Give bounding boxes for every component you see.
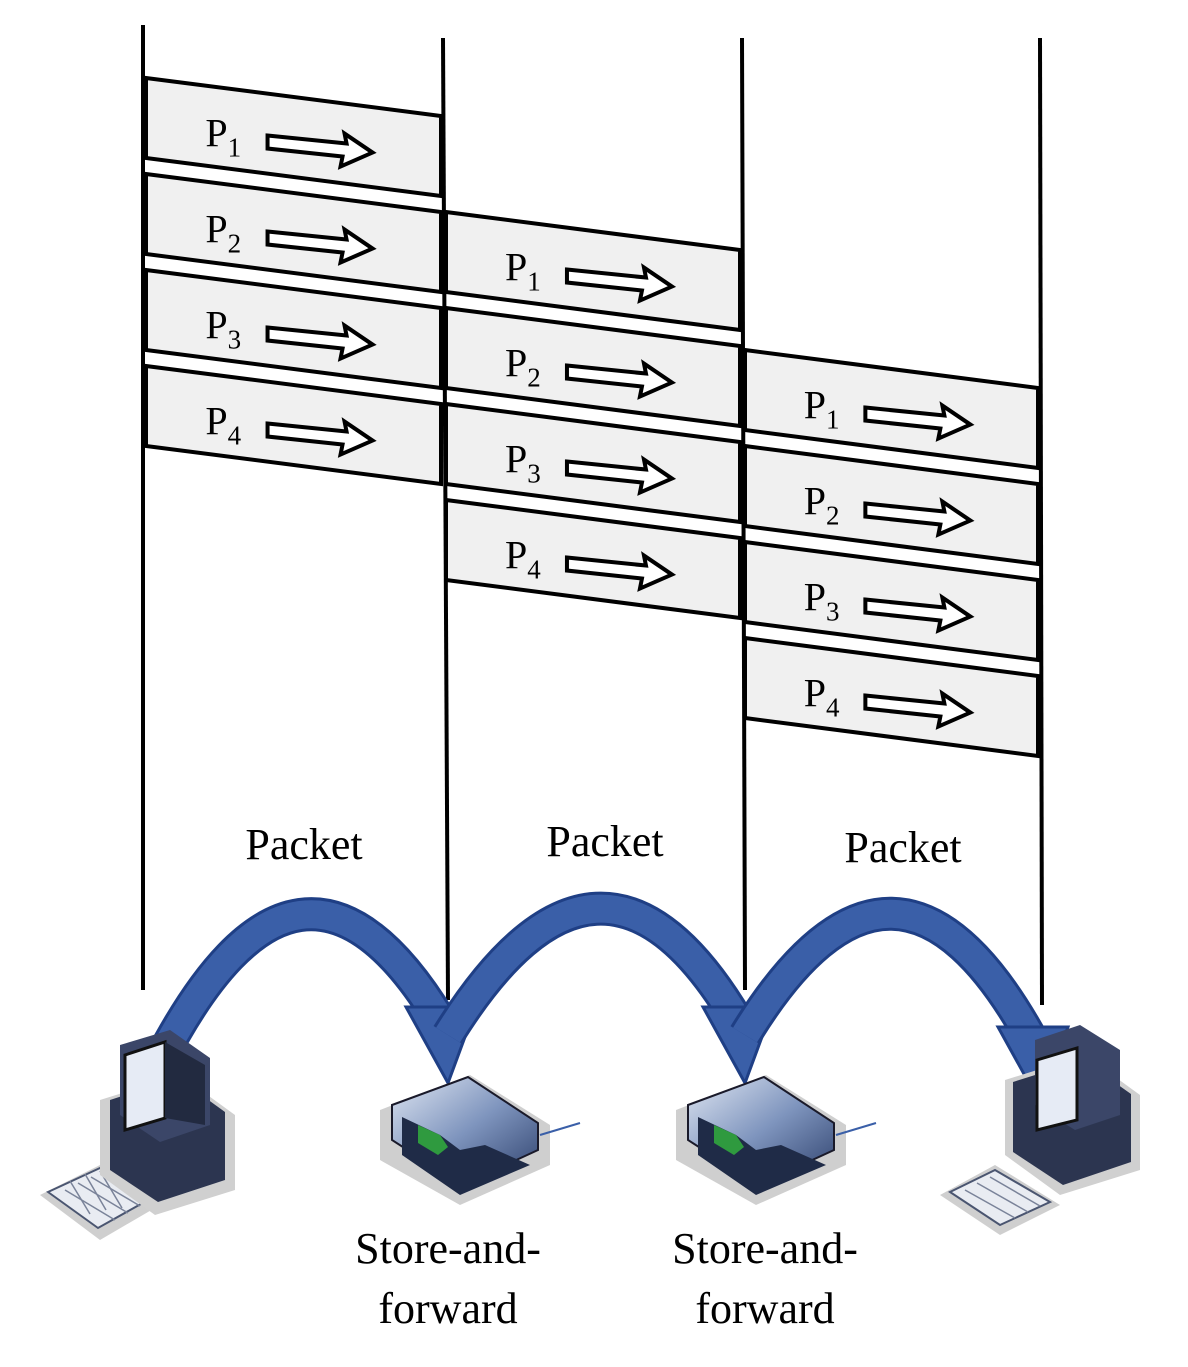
packet-label-prefix: P <box>804 383 826 428</box>
hop-label-1: Packet <box>245 820 362 869</box>
packet-band: P2 <box>144 171 443 295</box>
router-2-label-line-2: forward <box>695 1284 834 1333</box>
router-icon <box>380 1075 581 1205</box>
packet-label-prefix: P <box>505 341 527 386</box>
hop-label-3: Packet <box>844 823 961 872</box>
packet-label-sub: 1 <box>527 267 541 297</box>
packet-label: P3 <box>205 303 241 355</box>
packet-band: P3 <box>743 539 1040 663</box>
packet-label: P3 <box>505 437 541 489</box>
packet-direction-arrow <box>564 359 677 400</box>
packet-label: P4 <box>505 533 541 585</box>
packet-label: P1 <box>205 111 241 163</box>
packet-label: P3 <box>804 575 840 627</box>
hop-arrow-shaft <box>436 894 750 1043</box>
packet-label-sub: 3 <box>527 459 541 489</box>
packet-label-prefix: P <box>205 111 227 156</box>
packet-band: P2 <box>743 443 1040 567</box>
packet-label: P2 <box>505 341 541 393</box>
packet-label-sub: 1 <box>228 133 242 163</box>
packet-label-prefix: P <box>505 437 527 482</box>
timeline-4 <box>1038 37 1044 1006</box>
packet-label-sub: 2 <box>826 501 840 531</box>
packet-label-sub: 1 <box>826 405 840 435</box>
packet-label-prefix: P <box>505 245 527 290</box>
packet-band: P4 <box>144 363 443 487</box>
packet-label-sub: 4 <box>826 693 840 723</box>
packet-label-prefix: P <box>205 303 227 348</box>
packet-label-prefix: P <box>804 479 826 524</box>
router-icon <box>676 1075 877 1205</box>
packet-band: P1 <box>444 209 742 333</box>
packet-label-sub: 4 <box>228 421 242 451</box>
router-2-label-line-1: Store-and- <box>672 1224 858 1273</box>
packet-direction-arrow <box>564 551 677 592</box>
hop-arrow-shaft <box>733 899 1045 1047</box>
packet-direction-arrow <box>863 497 975 538</box>
packet-label-prefix: P <box>804 575 826 620</box>
packet-label-sub: 3 <box>826 597 840 627</box>
packet-label-sub: 2 <box>527 363 541 393</box>
packet-direction-arrow <box>265 321 377 362</box>
packet-direction-arrow <box>265 225 377 266</box>
packet-band: P3 <box>144 267 443 391</box>
packet-band: P1 <box>743 347 1040 471</box>
packet-direction-arrow <box>564 455 677 496</box>
packet-label-sub: 4 <box>527 555 541 585</box>
hop-arrow-3 <box>730 896 1071 1107</box>
packet-direction-arrow <box>863 689 975 730</box>
packet-direction-arrow <box>265 129 377 170</box>
packet-label-prefix: P <box>505 533 527 578</box>
packet-direction-arrow <box>863 593 975 634</box>
router-1-label-line-1: Store-and- <box>355 1224 541 1273</box>
source-computer-icon <box>40 1030 235 1240</box>
packet-label-sub: 2 <box>228 229 242 259</box>
packet-label-sub: 3 <box>228 325 242 355</box>
packet-label-prefix: P <box>205 399 227 444</box>
packet-label: P2 <box>205 207 241 259</box>
packet-label-prefix: P <box>804 671 826 716</box>
destination-computer-icon <box>940 1025 1140 1235</box>
hop-arrow-2 <box>433 891 776 1087</box>
hop-arrow-shaft <box>147 900 452 1067</box>
packet-label: P2 <box>804 479 840 531</box>
packet-band: P4 <box>444 497 742 621</box>
packet-band: P2 <box>444 305 742 429</box>
packet-label: P4 <box>205 399 241 451</box>
packet-direction-arrow <box>564 263 677 304</box>
router-1-label-line-2: forward <box>378 1284 517 1333</box>
packet-band: P4 <box>743 635 1040 759</box>
packet-label: P1 <box>804 383 840 435</box>
hop-label-2: Packet <box>546 817 663 866</box>
packet-label: P1 <box>505 245 541 297</box>
hop-arrows <box>144 891 1071 1107</box>
packet-label: P4 <box>804 671 840 723</box>
packet-band: P3 <box>444 401 742 525</box>
packet-direction-arrow <box>863 401 975 442</box>
packet-direction-arrow <box>265 417 377 458</box>
packet-label-prefix: P <box>205 207 227 252</box>
packet-band: P1 <box>144 75 443 199</box>
